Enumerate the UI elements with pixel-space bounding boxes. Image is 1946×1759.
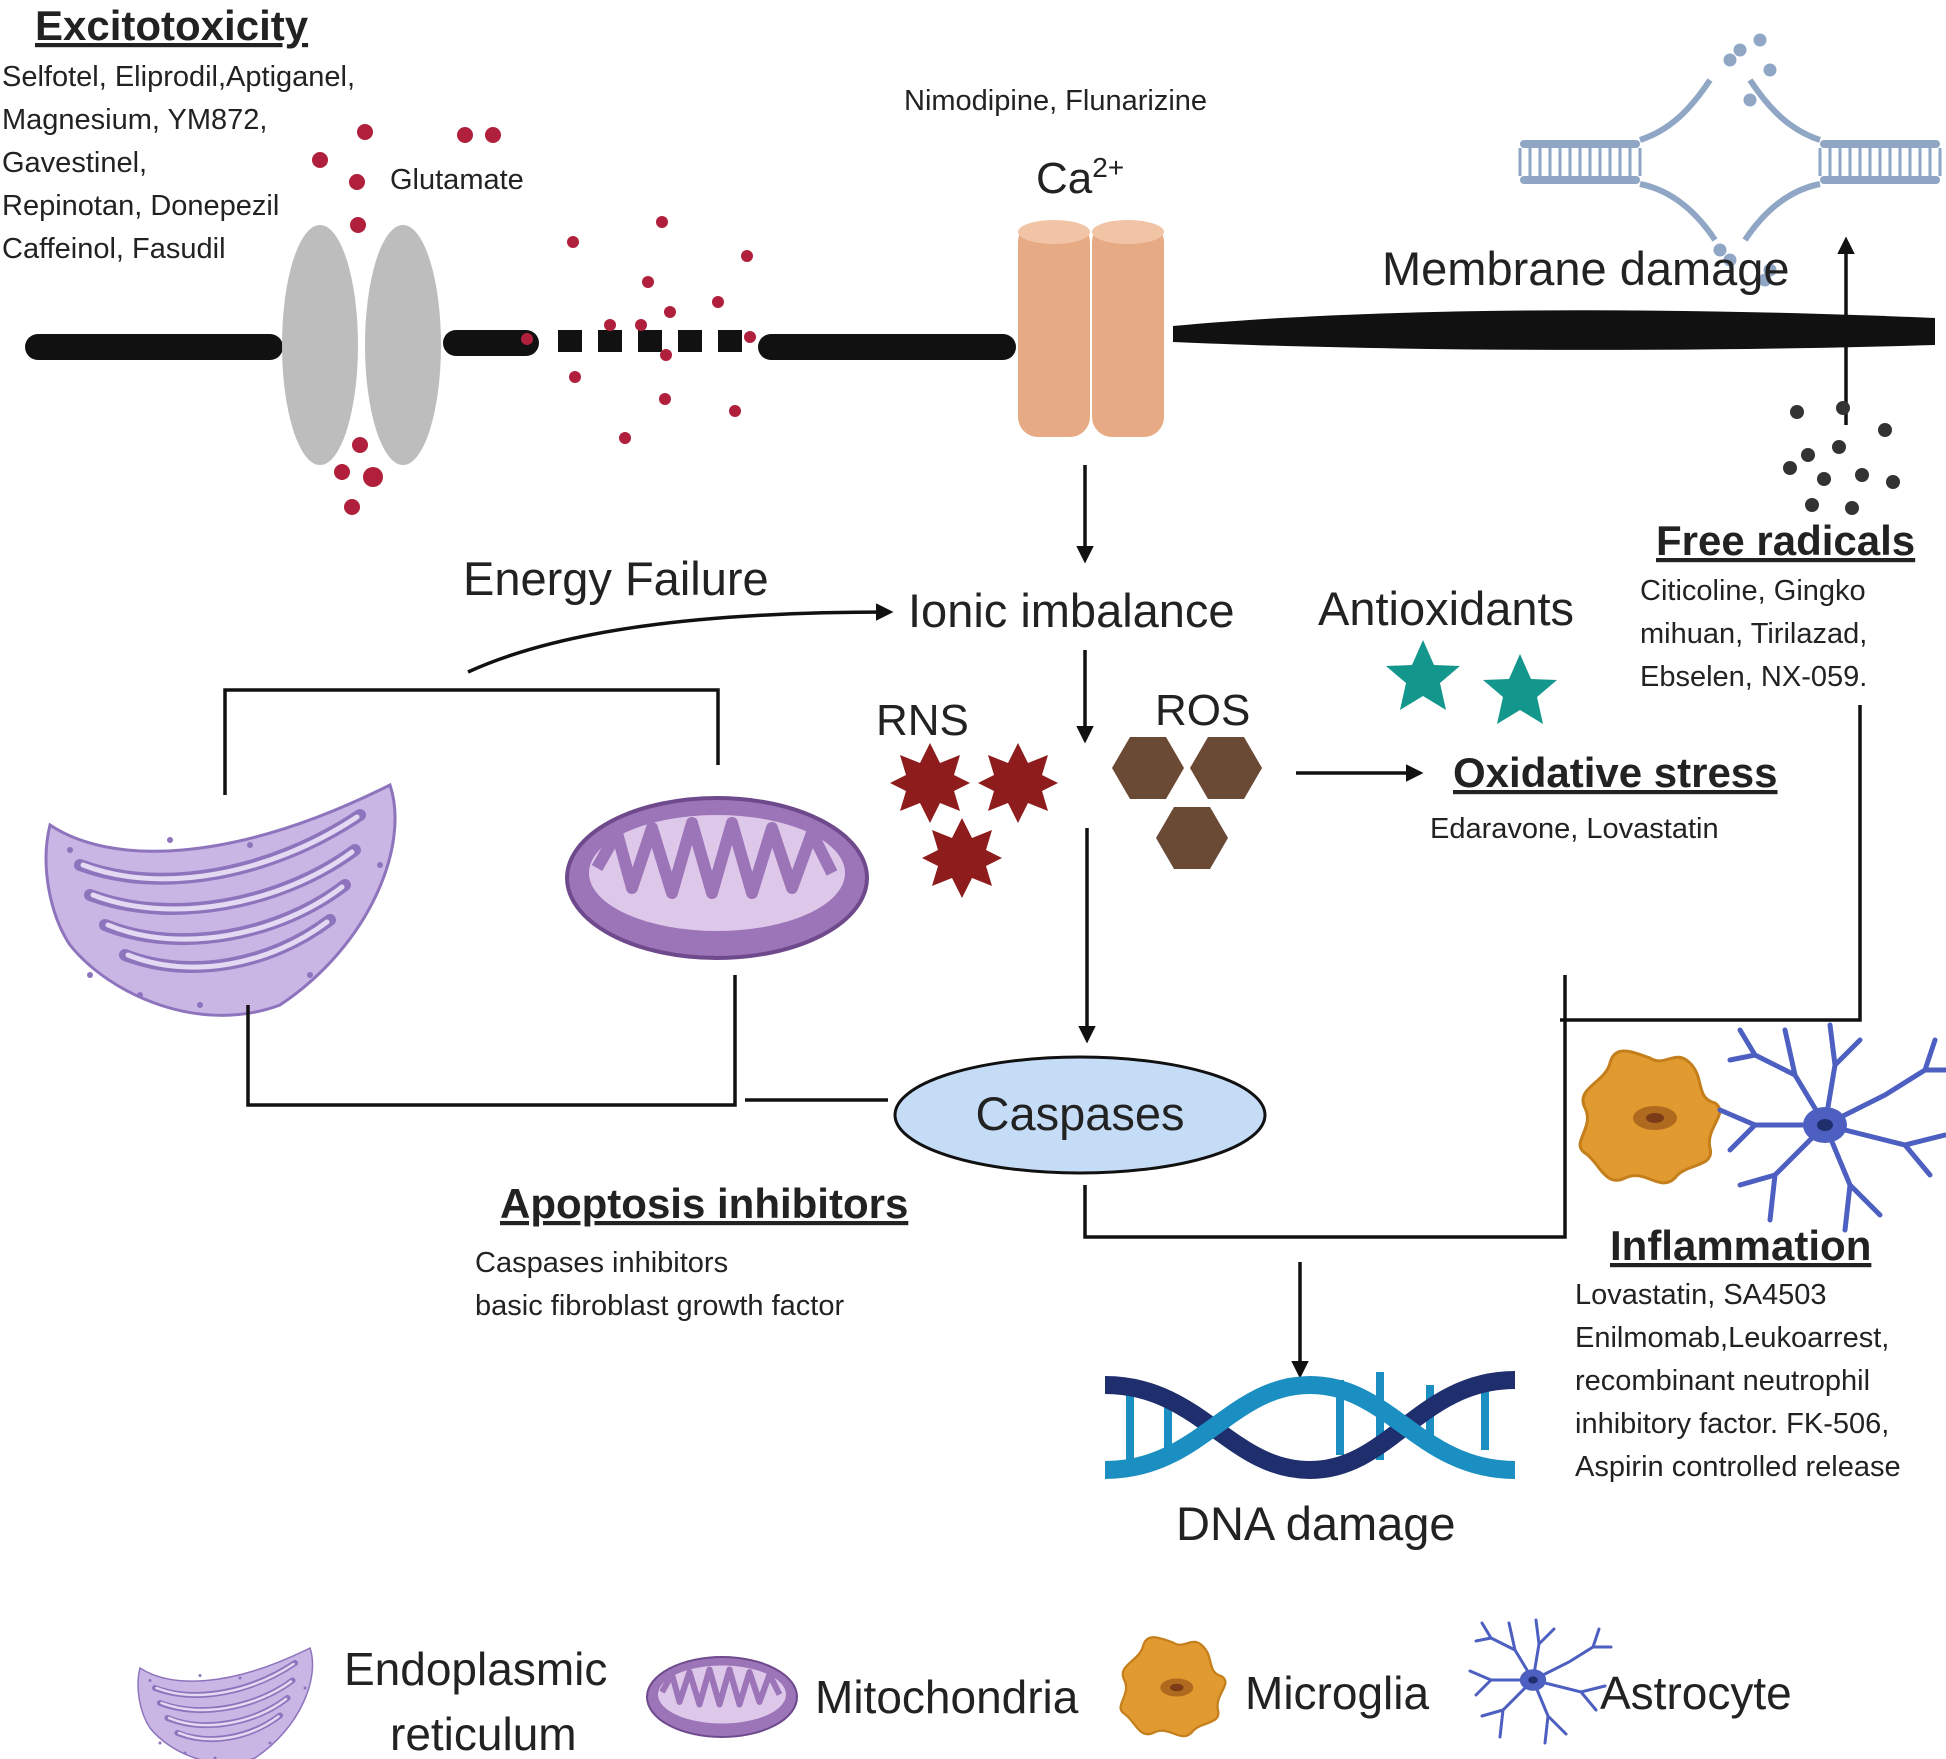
inflammation-drug-line: Enilmomab,Leukoarrest, <box>1575 1322 1889 1354</box>
inflammation-drug-line: recombinant neutrophil <box>1575 1365 1870 1397</box>
glutamate-dots <box>312 124 756 515</box>
receptor-icon <box>282 225 441 465</box>
oxidative-stress-drugs: Edaravone, Lovastatin <box>1430 813 1719 845</box>
dna-damage-label: DNA damage <box>1176 1497 1456 1550</box>
legend-astrocyte-icon <box>1468 1618 1613 1745</box>
glutamate-label: Glutamate <box>390 164 524 196</box>
excitotoxicity-drug-line: Magnesium, YM872, <box>2 104 267 136</box>
free-radicals-title: Free radicals <box>1656 517 1915 564</box>
rns-icon <box>890 743 1058 898</box>
antioxidant-stars <box>1386 640 1557 724</box>
membrane-damage-label: Membrane damage <box>1382 242 1790 295</box>
legend-mitochondria-label: Mitochondria <box>815 1671 1079 1723</box>
astrocyte-icon <box>1720 1025 1946 1230</box>
ros-icon <box>1112 737 1262 869</box>
calcium-channel-drugs: Nimodipine, Flunarizine <box>904 85 1207 117</box>
inflammation-drug-line: inhibitory factor. FK-506, <box>1575 1408 1889 1440</box>
excitotoxicity-drug-line: Repinotan, Donepezil <box>2 190 279 222</box>
excitotoxicity-drug-line: Gavestinel, <box>2 147 147 179</box>
legend-mitochondria-icon <box>647 1657 797 1737</box>
free-radicals-drug-line: Ebselen, NX-059. <box>1640 661 1867 693</box>
ionic-imbalance-label: Ionic imbalance <box>908 584 1235 637</box>
line-caspases-to-inflammation <box>1083 975 1567 1239</box>
legend-er-label: reticulum <box>390 1708 577 1759</box>
oxidative-stress-title: Oxidative stress <box>1453 749 1778 796</box>
inflammation-drug-line: Aspirin controlled release <box>1575 1451 1901 1483</box>
arrow-energy-to-ionic <box>467 603 894 674</box>
line-inflammation-to-free-radicals <box>1560 705 1862 1022</box>
legend-astrocyte-label: Astrocyte <box>1600 1667 1792 1719</box>
bracket-organelles-bottom <box>246 975 737 1107</box>
excitotoxicity-drug-line: Caffeinol, Fasudil <box>2 233 226 265</box>
bracket-organelles-top <box>223 688 720 795</box>
cell-membrane <box>25 310 1935 360</box>
calcium-channel-icon <box>1018 220 1164 437</box>
inflammation-drug-line: Lovastatin, SA4503 <box>1575 1279 1827 1311</box>
er-icon <box>46 785 395 1015</box>
excitotoxicity-title: Excitotoxicity <box>35 2 309 49</box>
mitochondria-icon <box>567 798 867 958</box>
legend: Endoplasmic reticulum Mitochondria Micro… <box>138 1618 1792 1759</box>
free-radicals-drug-line: mihuan, Tirilazad, <box>1640 618 1867 650</box>
free-radicals-drug-line: Citicoline, Gingko <box>1640 575 1866 607</box>
membrane-icon <box>1518 33 1942 287</box>
legend-er-icon <box>138 1648 312 1759</box>
apoptosis-inhibitors-drug-line: Caspases inhibitors <box>475 1247 728 1279</box>
ros-label: ROS <box>1155 686 1250 735</box>
energy-failure-label: Energy Failure <box>463 552 769 605</box>
microglia-icon <box>1578 1049 1722 1185</box>
legend-microglia-label: Microglia <box>1245 1667 1429 1719</box>
rns-label: RNS <box>876 696 969 745</box>
free-radical-dots <box>1783 401 1900 515</box>
apoptosis-inhibitors-drug-line: basic fibroblast growth factor <box>475 1290 844 1322</box>
dna-icon <box>1104 1371 1516 1480</box>
legend-er-label: Endoplasmic <box>344 1643 607 1695</box>
calcium-ion-label: Ca2+ <box>1036 152 1124 203</box>
caspases-node: Caspases <box>893 1055 1267 1175</box>
apoptosis-inhibitors-title: Apoptosis inhibitors <box>500 1180 908 1227</box>
legend-microglia-icon <box>1119 1636 1227 1738</box>
antioxidants-label: Antioxidants <box>1318 582 1574 635</box>
excitotoxicity-drug-line: Selfotel, Eliprodil,Aptiganel, <box>2 61 355 93</box>
caspases-label: Caspases <box>976 1087 1185 1140</box>
inflammation-title: Inflammation <box>1610 1222 1871 1269</box>
